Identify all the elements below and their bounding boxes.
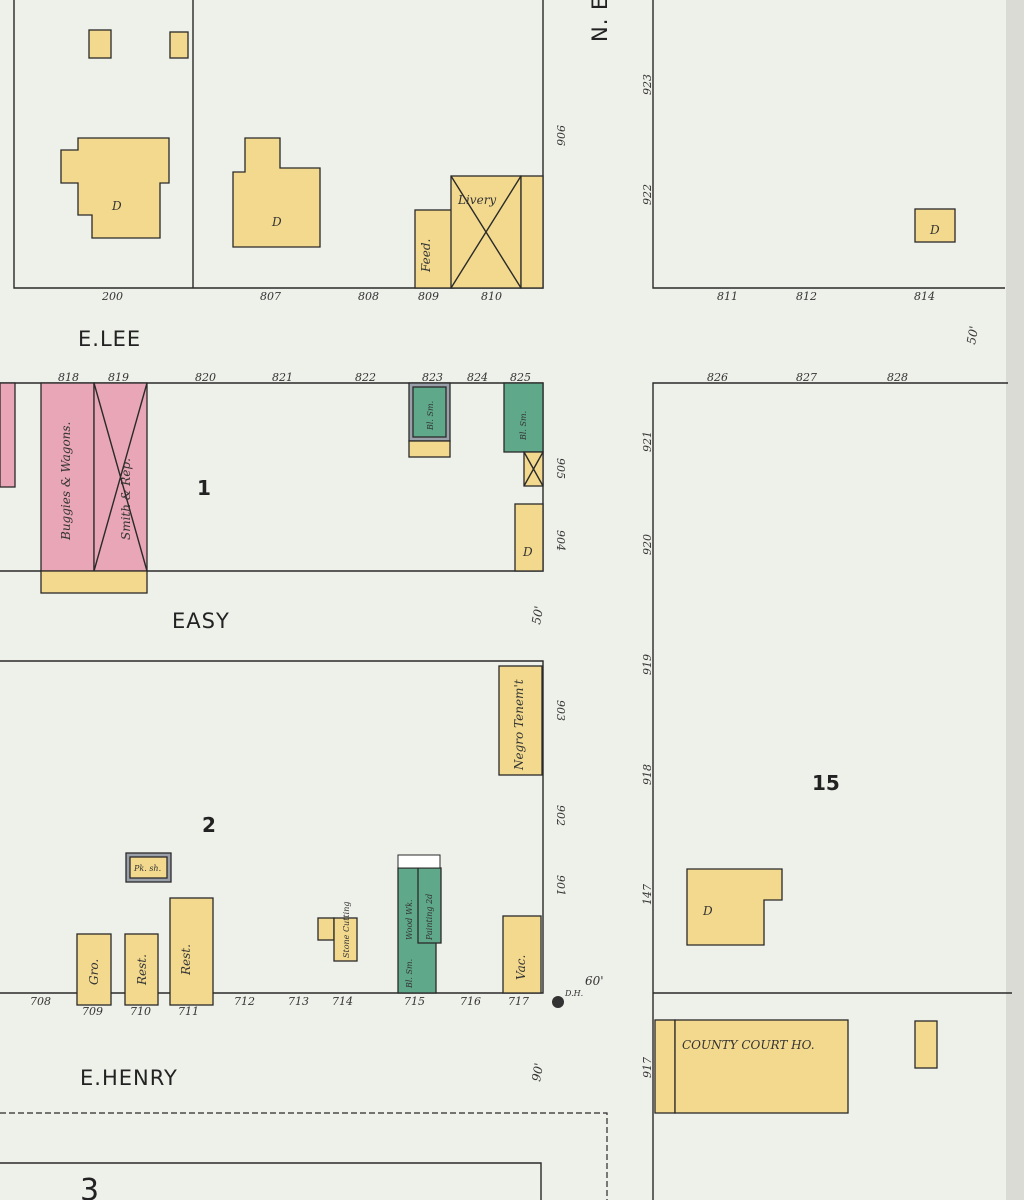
svg-text:918: 918 bbox=[641, 764, 654, 785]
block-number: 2 bbox=[202, 813, 216, 837]
svg-text:709: 709 bbox=[82, 1005, 103, 1018]
svg-text:818: 818 bbox=[58, 371, 79, 384]
svg-text:712: 712 bbox=[234, 995, 255, 1008]
negro-tenement-label: Negro Tenem't bbox=[512, 679, 526, 771]
block-number: 3 bbox=[80, 1173, 99, 1200]
block-number: 15 bbox=[812, 771, 840, 795]
lee-numbers: 818 819 820 821 822 823 824 825 826 827 … bbox=[58, 371, 908, 384]
street-label-ne: N. E bbox=[588, 0, 612, 42]
svg-text:809: 809 bbox=[418, 290, 439, 303]
livery-label: Livery bbox=[457, 193, 496, 207]
svg-text:920: 920 bbox=[641, 534, 654, 555]
svg-text:713: 713 bbox=[288, 995, 309, 1008]
stone-cutting-label: Stone Cutting bbox=[342, 902, 351, 958]
buggies-label: Buggies & Wagons. bbox=[59, 422, 73, 541]
svg-text:922: 922 bbox=[641, 184, 654, 205]
street-label-easy: EASY bbox=[172, 609, 230, 633]
svg-text:904: 904 bbox=[554, 530, 567, 551]
svg-text:821: 821 bbox=[272, 371, 293, 384]
block1-buildings bbox=[0, 382, 544, 594]
svg-text:708: 708 bbox=[30, 995, 51, 1008]
dwelling-label: D bbox=[929, 223, 940, 237]
street-width: 60' bbox=[585, 974, 604, 988]
rest-label: Rest. bbox=[179, 944, 193, 976]
wood-works-label: Wood Wk. bbox=[405, 899, 414, 940]
svg-text:714: 714 bbox=[332, 995, 353, 1008]
svg-text:819: 819 bbox=[108, 371, 129, 384]
svg-text:917: 917 bbox=[641, 1057, 654, 1078]
page-edge bbox=[1006, 0, 1024, 1200]
svg-text:824: 824 bbox=[467, 371, 488, 384]
gro-label: Gro. bbox=[87, 959, 101, 985]
street-width: 90' bbox=[529, 1062, 546, 1083]
svg-text:814: 814 bbox=[914, 290, 935, 303]
svg-text:808: 808 bbox=[358, 290, 379, 303]
svg-text:710: 710 bbox=[130, 1005, 151, 1018]
dh-marker bbox=[552, 996, 564, 1008]
svg-text:902: 902 bbox=[554, 805, 567, 826]
svg-text:919: 919 bbox=[641, 654, 654, 675]
svg-text:921: 921 bbox=[641, 431, 654, 452]
svg-text:716: 716 bbox=[460, 995, 481, 1008]
pk-sh-label: Pk. sh. bbox=[133, 864, 161, 873]
street-width: 50' bbox=[529, 605, 546, 626]
svg-text:810: 810 bbox=[481, 290, 502, 303]
top-numbers: 200 807 808 809 810 811 812 814 906 923 … bbox=[101, 74, 935, 303]
henry-numbers: 708 709 710 711 712 713 714 715 716 717 bbox=[30, 995, 529, 1018]
bl-sm-label: Bl. Sm. bbox=[519, 411, 528, 441]
svg-text:905: 905 bbox=[554, 458, 567, 479]
street-width: 50' bbox=[964, 325, 981, 346]
bl-sm-label: Bl. Sm. bbox=[405, 959, 414, 989]
painting-label: Painting 2d bbox=[425, 894, 434, 941]
feed-label: Feed. bbox=[419, 239, 433, 273]
svg-text:820: 820 bbox=[195, 371, 216, 384]
svg-text:807: 807 bbox=[260, 290, 281, 303]
street-label-henry: E.HENRY bbox=[80, 1066, 178, 1090]
svg-text:812: 812 bbox=[796, 290, 817, 303]
bl-sm-label: Bl. Sm. bbox=[426, 401, 435, 431]
svg-text:826: 826 bbox=[707, 371, 728, 384]
svg-text:827: 827 bbox=[796, 371, 817, 384]
street-label-lee: E.LEE bbox=[78, 327, 141, 351]
svg-text:906: 906 bbox=[554, 125, 567, 146]
svg-text:903: 903 bbox=[554, 700, 567, 721]
svg-text:811: 811 bbox=[717, 290, 738, 303]
court-house-label: COUNTY COURT HO. bbox=[682, 1038, 815, 1052]
dwelling-label: D bbox=[271, 215, 282, 229]
svg-text:822: 822 bbox=[355, 371, 376, 384]
svg-text:828: 828 bbox=[887, 371, 908, 384]
svg-text:923: 923 bbox=[641, 74, 654, 95]
dwelling-label: D bbox=[111, 199, 122, 213]
side-numbers: 905 904 921 920 919 918 147 917 903 902 … bbox=[554, 431, 654, 1078]
svg-text:711: 711 bbox=[178, 1005, 199, 1018]
block-number: 1 bbox=[197, 476, 211, 500]
vac-label: Vac. bbox=[514, 955, 528, 980]
svg-text:823: 823 bbox=[422, 371, 443, 384]
svg-text:147: 147 bbox=[641, 884, 654, 905]
dwelling-label: D bbox=[702, 904, 713, 918]
svg-text:200: 200 bbox=[101, 290, 123, 303]
svg-text:901: 901 bbox=[554, 875, 567, 896]
svg-text:717: 717 bbox=[508, 995, 529, 1008]
top-buildings bbox=[60, 29, 956, 289]
svg-text:715: 715 bbox=[404, 995, 425, 1008]
dwelling-label: D bbox=[522, 545, 533, 559]
block2-buildings bbox=[76, 665, 543, 1006]
block15-buildings bbox=[654, 868, 938, 1114]
dh-label: D.H. bbox=[564, 989, 583, 998]
rest-label: Rest. bbox=[135, 954, 149, 986]
smith-label: Smith & Rep. bbox=[119, 458, 133, 540]
svg-text:825: 825 bbox=[510, 371, 531, 384]
